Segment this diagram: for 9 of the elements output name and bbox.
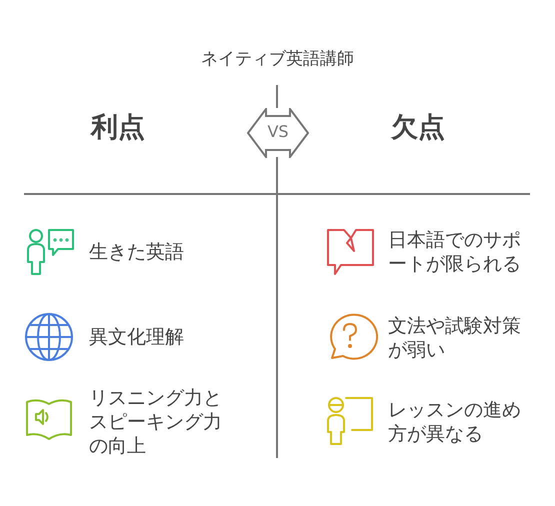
item-text: 異文化理解 [89,325,185,349]
item-text: 生きた英語 [89,240,185,264]
item-text: レッスンの進め方が異なる [388,398,522,446]
item-text: 文法や試験対策が弱い [388,314,522,362]
double-arrow [247,108,309,158]
title: ネイティブ英語講師 [200,48,355,70]
vs-label: VS [266,122,290,141]
item-text: 日本語でのサポートが限られる [388,228,522,276]
item-text: リスニング力とスピーキング力の向上 [89,386,223,458]
